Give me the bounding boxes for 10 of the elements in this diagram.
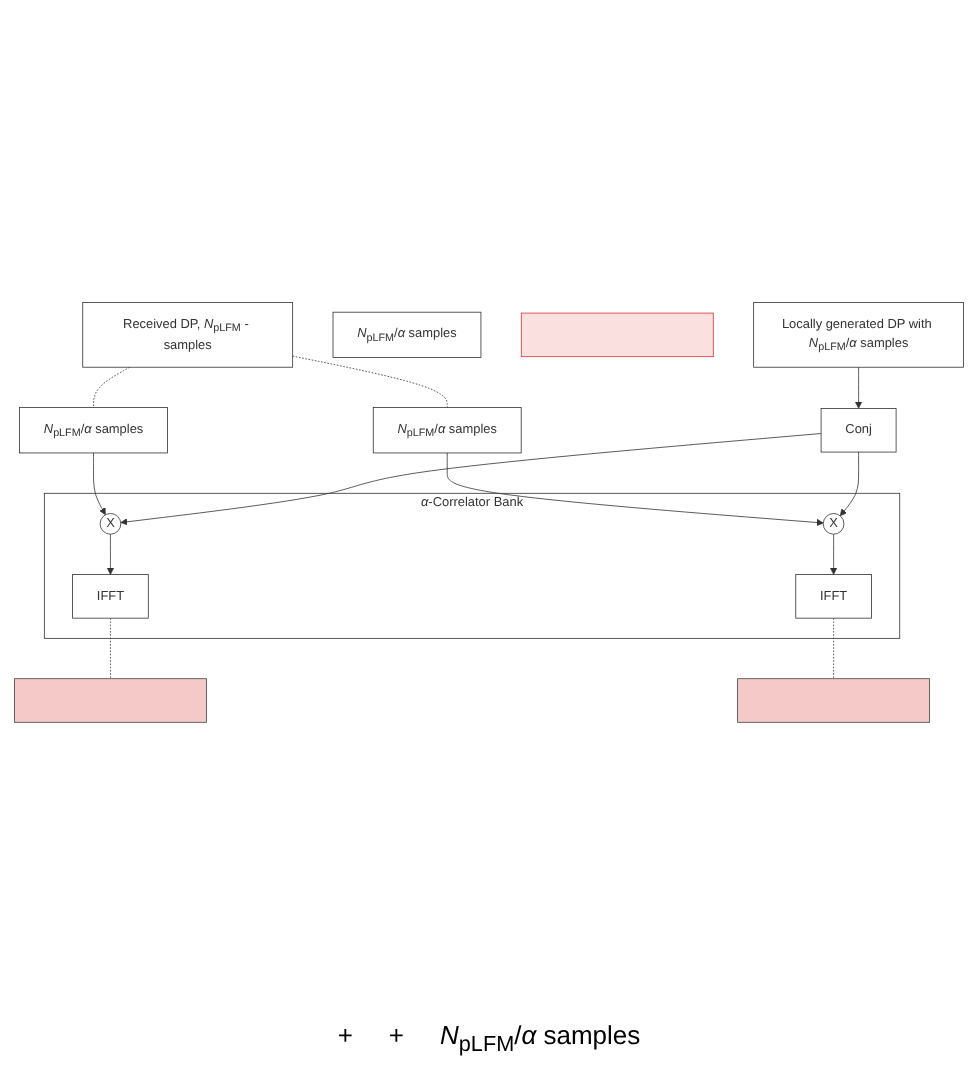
node-bar — [14, 678, 207, 723]
note-text: N$_{pLFM}$/α samples — [440, 1020, 641, 1058]
connector — [292, 355, 448, 408]
node-bar — [520, 312, 714, 358]
connector — [110, 617, 111, 680]
node-bar — [737, 678, 930, 723]
note-text: + — [388, 1020, 405, 1055]
connector — [833, 617, 835, 680]
note-text: + — [337, 1020, 353, 1055]
connector — [93, 366, 131, 408]
